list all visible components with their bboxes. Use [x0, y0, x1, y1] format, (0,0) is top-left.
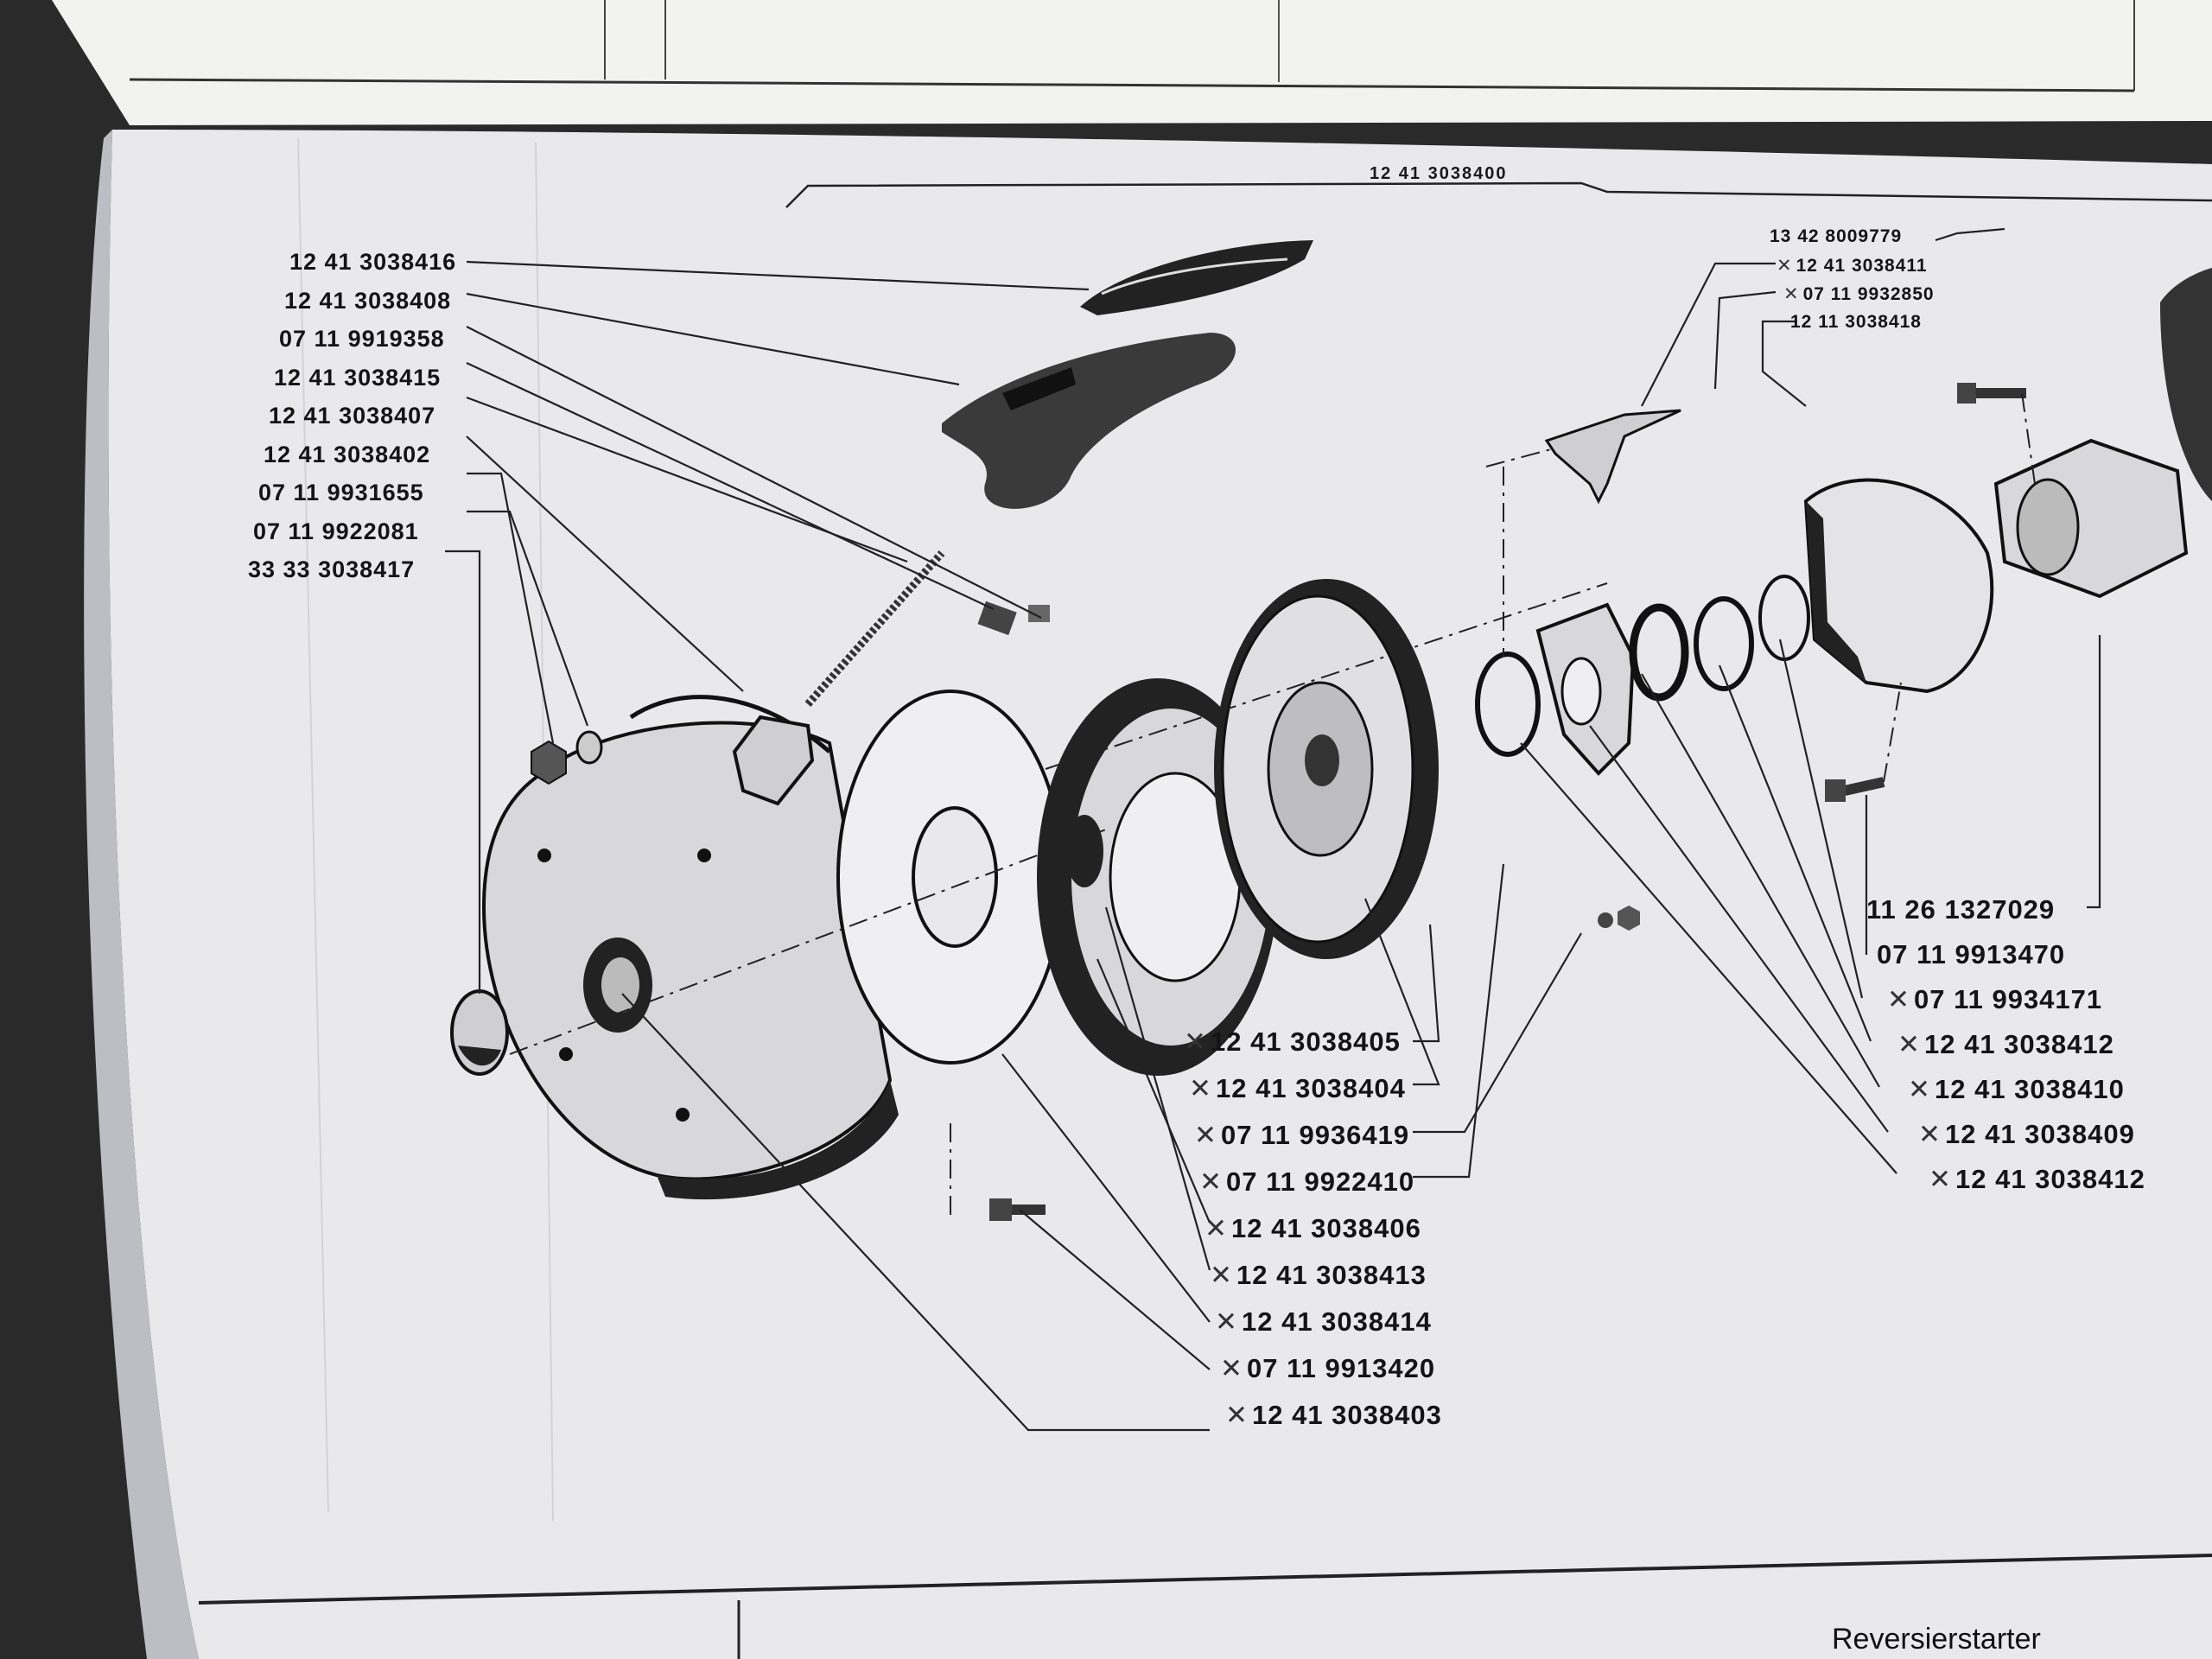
part-number-label: ✕07 11 9932850 — [1783, 283, 1935, 305]
starter-handle — [942, 333, 1236, 509]
strike-mark-icon: ✕ — [1210, 1260, 1233, 1290]
part-number-text: 12 41 3038416 — [289, 249, 457, 275]
strike-mark-icon: ✕ — [1220, 1353, 1243, 1383]
cap — [450, 989, 509, 1076]
strike-mark-icon: ✕ — [1225, 1400, 1249, 1430]
part-number-label: ✕12 41 3038406 — [1205, 1213, 1421, 1244]
drive-cup — [1803, 478, 1994, 694]
part-number-text: 07 11 9932850 — [1802, 284, 1935, 304]
part-number-label: ✕12 41 3038405 — [1184, 1027, 1401, 1058]
part-number-label: 12 11 3038418 — [1790, 312, 1922, 333]
part-number-text: 12 41 3038407 — [269, 403, 436, 429]
part-number-text: 07 11 9919358 — [279, 326, 445, 352]
part-number-text: 12 41 3038411 — [1796, 256, 1928, 276]
part-number-text: 12 41 3038406 — [1230, 1213, 1421, 1243]
strike-mark-icon: ✕ — [1194, 1120, 1217, 1150]
part-number-text: 12 41 3038403 — [1251, 1400, 1442, 1430]
part-number-label: 07 11 9913470 — [1877, 939, 2065, 970]
part-number-label: 12 41 3038416 — [289, 249, 456, 276]
footer-title: Reversierstarter — [1832, 1623, 2041, 1656]
strike-mark-icon: ✕ — [1205, 1213, 1228, 1243]
part-number-text: 12 41 3038404 — [1215, 1073, 1406, 1103]
part-number-label: 12 41 3038402 — [264, 442, 430, 468]
part-number-text: 07 11 9934171 — [1913, 984, 2103, 1014]
part-number-text: 12 41 3038412 — [1955, 1164, 2145, 1194]
flange-hub — [1993, 438, 2189, 599]
part-number-text: 12 41 3038410 — [1934, 1074, 2125, 1104]
part-number-text: 12 41 3038413 — [1236, 1260, 1427, 1290]
part-number-label: ✕12 41 3038404 — [1189, 1073, 1406, 1104]
part-number-label: ✕07 11 9934171 — [1887, 984, 2102, 1015]
part-number-label: 07 11 9931655 — [258, 480, 424, 506]
part-number-text: 12 41 3038402 — [264, 441, 431, 467]
starter-pawl-lever — [1544, 409, 1681, 505]
axis-lines — [509, 392, 2036, 1218]
part-number-label: 12 41 3038415 — [274, 365, 441, 391]
part-number-label: ✕07 11 9936419 — [1194, 1120, 1409, 1151]
bolts — [989, 383, 2026, 1221]
rope — [804, 550, 945, 707]
strike-mark-icon: ✕ — [1777, 256, 1793, 276]
part-number-text: 33 33 3038417 — [248, 556, 416, 582]
leader-lines — [445, 227, 2101, 1432]
nut-and-washer — [531, 730, 603, 785]
part-number-label: 33 33 3038417 — [248, 556, 415, 583]
strike-mark-icon: ✕ — [1184, 1027, 1207, 1057]
strike-mark-icon: ✕ — [1215, 1306, 1238, 1337]
disc — [836, 690, 1065, 1065]
part-number-text: 12 41 3038405 — [1210, 1027, 1401, 1057]
part-number-label: ✕12 41 3038403 — [1225, 1400, 1442, 1431]
part-number-text: 13 42 8009779 — [1770, 226, 1903, 246]
strike-mark-icon: ✕ — [1897, 1029, 1921, 1059]
strike-mark-icon: ✕ — [1918, 1119, 1942, 1149]
part-number-label: ✕12 41 3038411 — [1777, 255, 1928, 276]
strike-mark-icon: ✕ — [1887, 984, 1910, 1014]
strike-mark-icon: ✕ — [1929, 1164, 1952, 1194]
part-number-label: 12 41 3038407 — [269, 403, 435, 429]
part-number-label: ✕07 11 9922410 — [1199, 1166, 1414, 1198]
part-number-label: ✕12 41 3038410 — [1908, 1074, 2125, 1105]
part-number-text: 12 11 3038418 — [1790, 312, 1922, 332]
part-number-text: 07 11 9913420 — [1246, 1353, 1436, 1383]
part-number-text: 07 11 9931655 — [258, 480, 424, 505]
part-number-label: 07 11 9922081 — [253, 518, 419, 545]
housing — [481, 695, 899, 1200]
part-number-text: 12 41 3038414 — [1241, 1306, 1432, 1337]
part-number-label: ✕12 41 3038412 — [1929, 1164, 2145, 1195]
part-number-text: 12 41 3038408 — [284, 287, 452, 314]
part-number-text: 07 11 9936419 — [1220, 1120, 1410, 1150]
part-number-text: 12 41 3038409 — [1944, 1119, 2135, 1149]
part-number-label: ✕12 41 3038413 — [1210, 1260, 1427, 1291]
part-number-label: 11 26 1327029 — [1866, 894, 2055, 925]
part-number-label: ✕07 11 9913420 — [1220, 1353, 1435, 1384]
part-number-label: ✕12 41 3038409 — [1918, 1119, 2135, 1150]
upper-page-rule — [129, 78, 2135, 92]
part-number-text: 12 41 3038412 — [1923, 1029, 2114, 1059]
strike-mark-icon: ✕ — [1908, 1074, 1931, 1104]
part-number-text: 07 11 9922081 — [253, 518, 419, 544]
part-number-text: 11 26 1327029 — [1866, 894, 2056, 925]
part-number-label: 13 42 8009779 — [1770, 226, 1902, 247]
top-bracket — [785, 181, 2212, 208]
part-number-text: 12 41 3038415 — [274, 364, 442, 391]
part-number-label: ✕12 41 3038414 — [1215, 1306, 1432, 1338]
strike-mark-icon: ✕ — [1189, 1073, 1212, 1103]
part-number-label: 12 41 3038408 — [284, 288, 451, 315]
part-number-label: ✕12 41 3038412 — [1897, 1029, 2114, 1060]
rope-clip — [977, 601, 1050, 636]
part-number-text: 07 11 9922410 — [1225, 1166, 1415, 1197]
upper-page — [52, 0, 2212, 125]
rope-pulley — [1214, 579, 1439, 959]
strike-mark-icon: ✕ — [1199, 1166, 1223, 1197]
top-reference-label: 12 41 3038400 — [1370, 164, 1508, 183]
strike-mark-icon: ✕ — [1783, 284, 1800, 304]
right-edge-part — [2160, 268, 2212, 501]
housing-bracket — [732, 715, 815, 806]
handle-grip-cover — [1080, 240, 1313, 315]
part-number-text: 07 11 9913470 — [1877, 939, 2066, 969]
bottom-rule — [198, 1554, 2212, 1605]
part-number-label: 07 11 9919358 — [279, 326, 445, 353]
